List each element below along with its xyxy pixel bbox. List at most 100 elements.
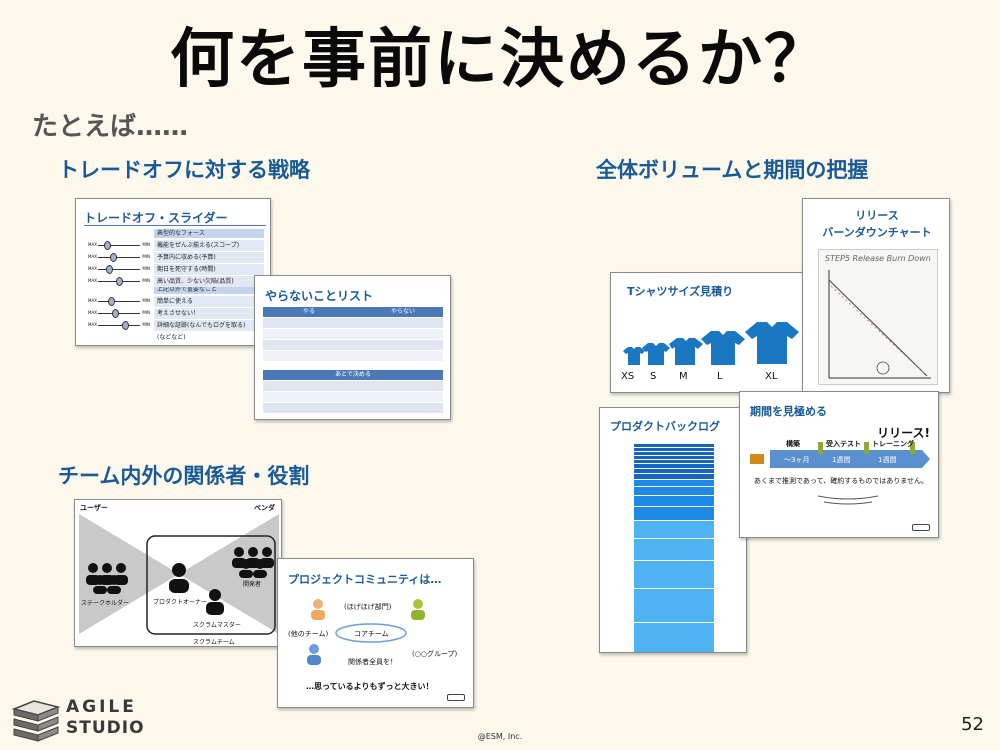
slider-min-label: MIN [142, 278, 150, 283]
product-owner-icon [169, 563, 189, 593]
vendor-triangle [179, 514, 279, 634]
slider-knob[interactable] [116, 277, 123, 286]
slider-knob[interactable] [104, 241, 111, 250]
slider-row-label: (などなど) [157, 334, 186, 341]
slider-row: MAX MIN 機能をぜんぶ揃える(スコープ) [88, 240, 270, 251]
slider-max-label: MAX [88, 242, 97, 247]
backlog-item-bar [634, 507, 714, 520]
tshirt-estimate-card: Tシャツサイズ見積り XS S M L XL [610, 272, 810, 393]
project-community-card: プロジェクトコミュニティは… (ほげほげ部門) (他のチーム) コアチーム (○… [277, 558, 474, 708]
developers-label: 開発者 [243, 581, 262, 588]
core-team-ellipse [335, 623, 407, 643]
slider-knob[interactable] [112, 309, 119, 318]
not-do-card-title: やらないことリスト [265, 289, 374, 303]
scrum-team-box [146, 535, 276, 635]
slider-line [98, 301, 140, 302]
slider-line [98, 269, 140, 270]
slider-max-label: MAX [88, 254, 97, 259]
slider-track[interactable]: MAX MIN [88, 264, 150, 275]
green-person-icon [411, 599, 425, 620]
slider-line [98, 257, 140, 258]
slider-min-label: MIN [142, 266, 150, 271]
timeline-arrow [770, 450, 930, 468]
backlog-item-bar [634, 452, 714, 455]
roles-diagram-card: ユーザー ベンダ ステークホルダー プロダクトオーナー 開発者 スクラムマスター… [74, 499, 282, 647]
agile-studio-logo [10, 697, 64, 743]
milestone-flag [910, 442, 915, 454]
slider-line [98, 245, 140, 246]
table-row [263, 381, 443, 391]
later-header: あとで決める [263, 370, 443, 380]
backlog-item-bar [634, 496, 714, 506]
size-l-label: L [717, 371, 723, 382]
band-typical-forces: 典型的なフォース [154, 229, 264, 238]
table-row [263, 392, 443, 402]
slider-track[interactable]: MAX MIN [88, 276, 150, 287]
backlog-item-bar [634, 521, 714, 538]
slider-min-label: MIN [142, 310, 150, 315]
backlog-item-bar [634, 474, 714, 479]
scrum-master-label: スクラムマスター [193, 622, 241, 629]
slider-row: (などなど) [88, 332, 270, 343]
slider-track[interactable]: MAX MIN [88, 308, 150, 319]
slider-track[interactable]: MAX MIN [88, 296, 150, 307]
logo-text-agile: AGILE [66, 697, 137, 717]
slider-min-label: MIN [142, 254, 150, 259]
slider-row-label: 考えさせない！ [154, 308, 264, 319]
backlog-item-bar [634, 539, 714, 560]
slider-max-label: MAX [88, 310, 97, 315]
backlog-item-bar [634, 487, 714, 495]
product-backlog-card: プロダクトバックログ [599, 407, 747, 653]
not-do-list-card: やらないことリスト やる やらない あとで決める [254, 275, 451, 420]
slider-row: MAX MIN 期日を死守する(時間) [88, 264, 270, 275]
page-number: 52 [961, 714, 984, 735]
community-diagram-svg [307, 599, 425, 665]
table-row [263, 351, 443, 361]
backlog-item-bar [634, 561, 714, 588]
section-tradeoff-heading: トレードオフに対する戦略 [58, 158, 310, 182]
book-stack-icon [11, 700, 61, 742]
slider-knob[interactable] [110, 253, 117, 262]
slider-row-label: 機能をぜんぶ揃える(スコープ) [154, 240, 264, 251]
slider-min-label: MIN [142, 242, 150, 247]
burndown-note: STEP5 Release Burn Down [825, 254, 931, 263]
period-estimate-card: 期間を見極める リリース! 構築 受入テスト トレーニング 〜3ヶ月 1週間 1… [739, 391, 939, 538]
slider-min-label: MIN [142, 298, 150, 303]
milestone-flag [818, 442, 823, 454]
tshirt-card-title: Tシャツサイズ見積り [627, 285, 734, 298]
slider-knob[interactable] [108, 297, 115, 306]
slider-max-label: MAX [88, 298, 97, 303]
slider-row: MAX MIN 考えさせない！ [88, 308, 270, 319]
backlog-item-bar [634, 448, 714, 451]
orange-person-icon [311, 599, 325, 620]
slider-row-label: 期日を死守する(時間) [154, 264, 264, 275]
houbou-label: (ほげほげ部門) [344, 603, 392, 611]
tshirt-m-icon [669, 338, 703, 365]
slider-track[interactable]: MAX MIN [88, 252, 150, 263]
user-triangle [79, 514, 179, 634]
phase-training: トレーニング [872, 440, 914, 448]
phase-build: 構築 [786, 440, 800, 448]
band-other-important: 上記以外で重要なこと [154, 285, 264, 294]
slider-track[interactable]: MAX MIN [88, 240, 150, 251]
copyright: @ESM, Inc. [477, 732, 523, 741]
backlog-card-title: プロダクトバックログ [610, 420, 720, 433]
slider-knob[interactable] [106, 265, 113, 274]
other-team-label: (他のチーム) [288, 630, 329, 638]
tshirt-icons-svg [623, 322, 799, 365]
section-team-heading: チーム内外の関係者・役割 [58, 464, 310, 488]
slider-knob[interactable] [122, 321, 129, 330]
slider-max-label: MAX [88, 266, 97, 271]
tshirt-xs-icon [623, 347, 645, 365]
swoosh [823, 501, 873, 505]
slider-max-label: MAX [88, 278, 97, 283]
slider-row-label: 詳細な証跡(なんでもログを取る) [154, 320, 264, 331]
size-xl-label: XL [765, 371, 778, 382]
swoosh [817, 495, 879, 500]
cc-license-icon [447, 694, 465, 701]
